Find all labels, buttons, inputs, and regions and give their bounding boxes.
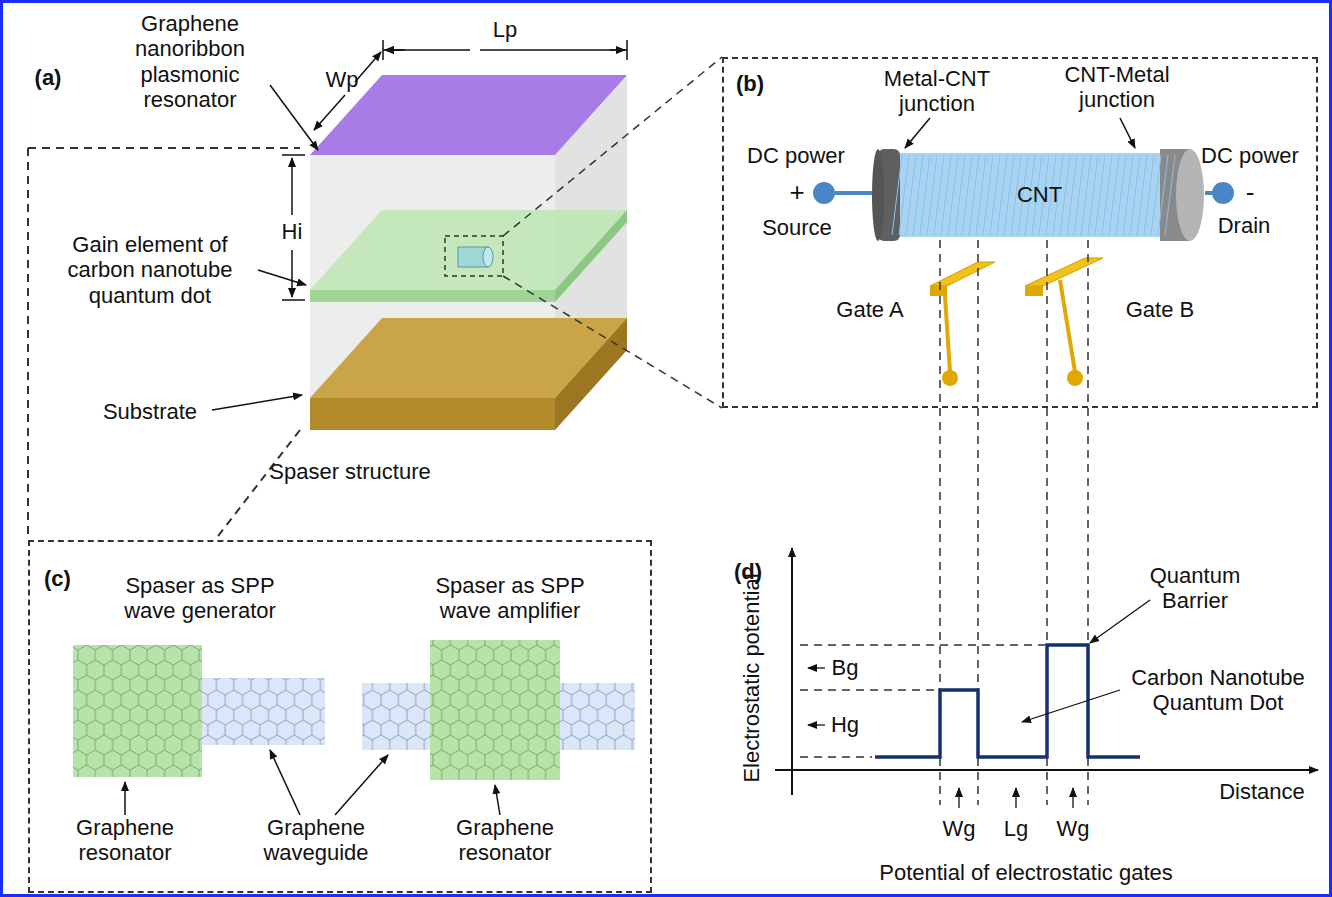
part-label: Gain element of carbon nanotube quantum … xyxy=(45,232,255,308)
part-label: Carbon Nanotube Quantum Dot xyxy=(1123,665,1313,716)
part-label: Graphene resonator xyxy=(445,815,565,866)
part-label: Wp xyxy=(326,67,359,92)
panel-tag: (c) xyxy=(44,566,71,592)
part-label: Wg xyxy=(1057,816,1090,841)
part-label: Wg xyxy=(943,816,976,841)
part-label: Source xyxy=(762,215,832,240)
part-label: DC power xyxy=(747,143,845,168)
part-label: Distance xyxy=(1219,779,1305,804)
projection-lines xyxy=(940,240,1088,805)
potential-plot xyxy=(775,548,1318,808)
part-label: Electrostatic potential xyxy=(739,573,764,782)
panel-outline xyxy=(28,148,300,540)
nanotube-box: CNT xyxy=(872,149,1207,241)
part-label: + xyxy=(789,178,804,208)
graphene-devices xyxy=(73,640,635,815)
part-label: Lg xyxy=(1004,816,1028,841)
part-label: - xyxy=(1246,178,1255,208)
part-label: Hi xyxy=(282,219,303,244)
leader-lines xyxy=(905,118,1135,148)
part-label: Spaser as SPP wave amplifier xyxy=(415,573,605,624)
part-label: Gate B xyxy=(1126,297,1194,322)
node-label: CNT xyxy=(1017,182,1062,208)
part-label: Graphene waveguide xyxy=(256,815,376,866)
part-label: Spaser as SPP wave generator xyxy=(105,573,295,624)
part-label: Drain xyxy=(1218,213,1271,238)
part-label: Lp xyxy=(493,17,517,42)
panel-tag: (a) xyxy=(35,65,62,90)
part-label: DC power xyxy=(1201,143,1299,168)
panel-tag: (b) xyxy=(736,71,764,97)
part-label: Substrate xyxy=(103,399,197,424)
part-label: Gate A xyxy=(836,297,903,322)
part-label: Quantum Barrier xyxy=(1135,563,1255,614)
spaser-structure xyxy=(310,75,627,430)
dimension-lines xyxy=(212,40,627,410)
part-label: Hg xyxy=(831,712,859,737)
part-label: Graphene nanoribbon plasmonic resonator xyxy=(125,11,255,112)
part-label: Bg xyxy=(832,655,859,680)
part-label: Metal-CNT junction xyxy=(862,66,1012,117)
zoom-line xyxy=(503,57,722,408)
part-label: CNT-Metal junction xyxy=(1042,62,1192,113)
part-label: Spaser structure xyxy=(269,459,430,484)
part-label: Potential of electrostatic gates xyxy=(879,860,1173,885)
part-label: Graphene resonator xyxy=(65,815,185,866)
